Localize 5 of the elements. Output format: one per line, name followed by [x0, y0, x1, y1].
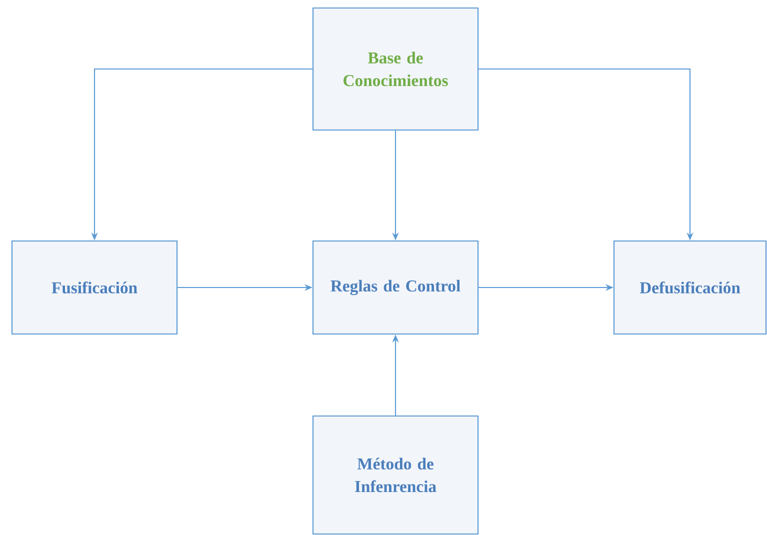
process-box: Fusificación — [11, 240, 178, 335]
process-box: Base de Conocimientos — [312, 7, 479, 131]
process-box: Método de Infenrencia — [312, 415, 479, 535]
process-box: Reglas de Control — [312, 240, 479, 335]
process-box: Defusificación — [613, 240, 767, 335]
